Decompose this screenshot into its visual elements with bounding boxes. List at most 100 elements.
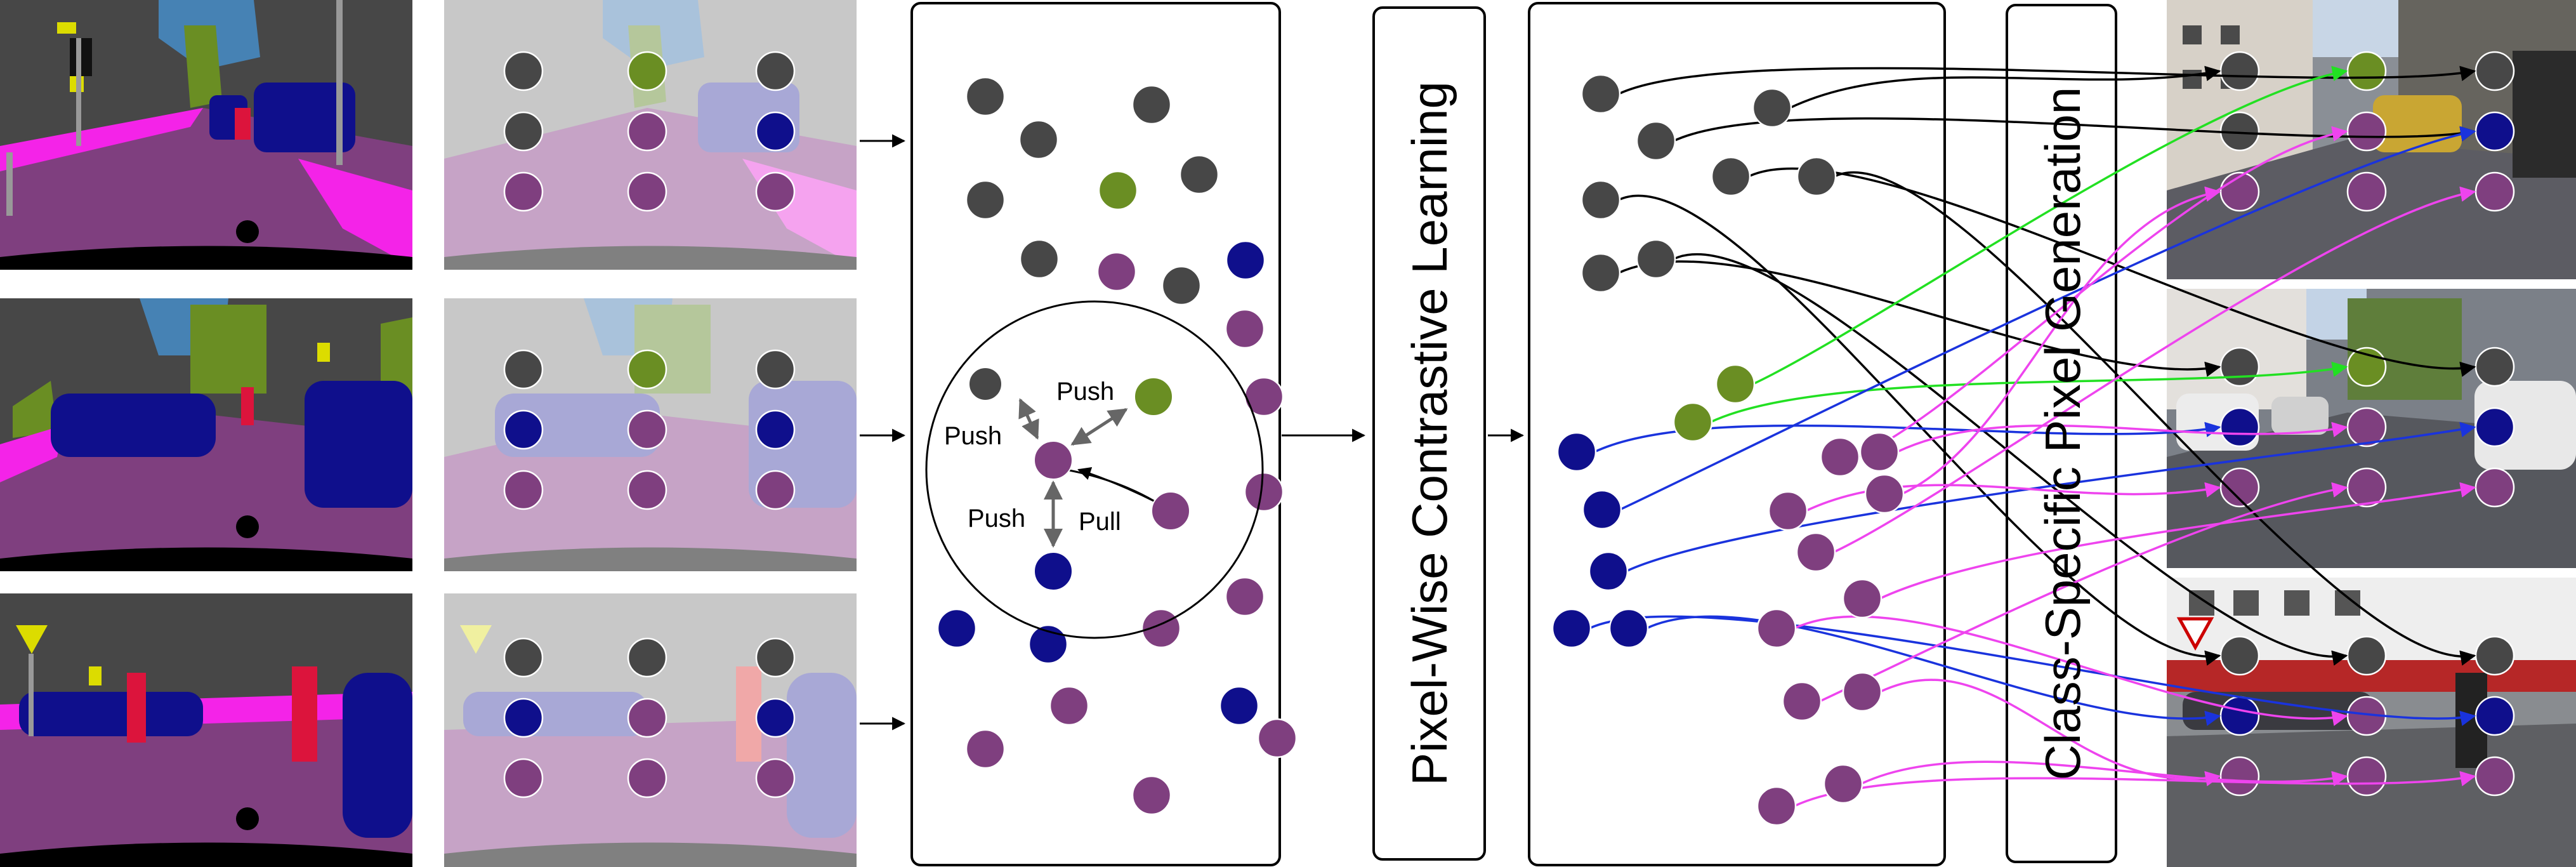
contrastive-relations: Push Push Push Pull	[944, 367, 1190, 591]
sample-point	[755, 470, 796, 510]
generation-edges	[1589, 65, 2476, 807]
input-arrows	[860, 134, 906, 731]
feature-point	[1179, 154, 1219, 195]
generated-point	[2219, 347, 2260, 387]
feature-point	[1244, 376, 1284, 417]
feature-point	[1018, 119, 1059, 160]
stage-title-contrastive: Pixel-Wise Contrastive Learning	[1402, 81, 1457, 786]
generated-point	[2346, 111, 2387, 152]
generation-edge	[1710, 361, 2348, 423]
embedding-point	[1608, 608, 1649, 649]
sample-point	[503, 409, 544, 450]
sample-point	[503, 111, 544, 152]
generation-edge	[1752, 65, 2348, 385]
sample-point	[755, 637, 796, 678]
generation-edge	[1902, 186, 2221, 495]
generation-edge	[1673, 253, 2348, 666]
sample-point	[627, 349, 667, 390]
push-label-left: Push	[944, 422, 1002, 450]
generated-point	[2219, 171, 2260, 212]
sample-point	[503, 349, 544, 390]
embedding-point	[1752, 88, 1792, 128]
sample-point	[627, 637, 667, 678]
feature-point	[1219, 685, 1259, 726]
embedding-point	[1556, 432, 1597, 472]
embedding-point	[1580, 74, 1621, 114]
sample-point	[627, 171, 667, 212]
generated-point	[2474, 171, 2515, 212]
generated-point	[2474, 635, 2515, 676]
generation-edge	[1673, 117, 2476, 142]
stage-title-generation: Class-Specific Pixel Generation	[2035, 87, 2091, 780]
feature-point	[936, 608, 977, 649]
contrastive-learning-box	[1372, 6, 1486, 861]
embedding-point	[1756, 608, 1797, 649]
segmentation-map-3	[0, 593, 412, 867]
feature-point	[1131, 775, 1172, 816]
feature-space-panel	[910, 2, 1281, 866]
embedding-point	[1782, 681, 1822, 722]
generation-edge	[1594, 421, 2221, 453]
generated-points	[2219, 51, 2515, 797]
embedding-point	[1711, 156, 1751, 197]
embedding-point	[1580, 180, 1621, 220]
feature-point	[1225, 240, 1266, 281]
embedding-point	[1768, 491, 1808, 531]
generated-point	[2219, 696, 2260, 736]
generated-point	[2346, 756, 2387, 797]
generated-point	[2346, 635, 2387, 676]
generated-point	[2474, 347, 2515, 387]
generation-edge	[1857, 126, 2348, 458]
generated-point	[2219, 635, 2260, 676]
generation-edge	[1589, 615, 2476, 726]
generated-point	[2474, 407, 2515, 447]
sample-point	[627, 470, 667, 510]
sample-point	[755, 698, 796, 738]
generated-point	[2474, 51, 2515, 91]
generation-edge	[1896, 421, 2348, 453]
generated-point	[2219, 407, 2260, 447]
generation-edge	[1626, 421, 2476, 572]
generated-point	[2474, 467, 2515, 508]
generated-point	[2474, 756, 2515, 797]
push-label-bottom: Push	[968, 505, 1025, 533]
sample-point	[755, 758, 796, 798]
embedding-point	[1756, 786, 1797, 826]
embedding-point	[1551, 608, 1592, 649]
feature-point	[1225, 308, 1265, 349]
generation-edge	[1805, 482, 2221, 512]
generated-point	[2346, 51, 2387, 91]
embedding-panel	[1528, 2, 1946, 866]
sample-point	[503, 758, 544, 798]
generation-edge	[1860, 760, 2348, 786]
embedding-point	[1672, 402, 1713, 442]
sample-point	[755, 111, 796, 152]
generation-edge	[1789, 65, 2221, 109]
generated-point	[2474, 696, 2515, 736]
feature-point	[1019, 239, 1060, 279]
sample-point	[503, 698, 544, 738]
sample-point	[755, 51, 796, 91]
generation-edge	[1618, 194, 2221, 666]
sample-point	[755, 409, 796, 450]
embedding-point	[1842, 578, 1883, 619]
feature-point	[1096, 251, 1137, 292]
generation-edge	[1819, 482, 2348, 703]
generated-point	[2219, 51, 2260, 91]
push-label-top: Push	[1056, 378, 1114, 406]
feature-point	[1098, 170, 1138, 211]
generation-edge	[1833, 186, 2476, 553]
sample-point	[503, 171, 544, 212]
generation-edge	[1619, 126, 2476, 511]
sample-point	[503, 637, 544, 678]
embedding-point	[1820, 437, 1860, 477]
sample-point	[755, 171, 796, 212]
feature-point	[965, 180, 1006, 220]
generation-edge	[1794, 771, 2476, 807]
sample-point	[627, 51, 667, 91]
embedding-point	[1859, 432, 1900, 472]
segmentation-map-1	[0, 0, 412, 270]
embedding-point	[1715, 364, 1756, 404]
contrastive-inset	[925, 300, 1264, 639]
